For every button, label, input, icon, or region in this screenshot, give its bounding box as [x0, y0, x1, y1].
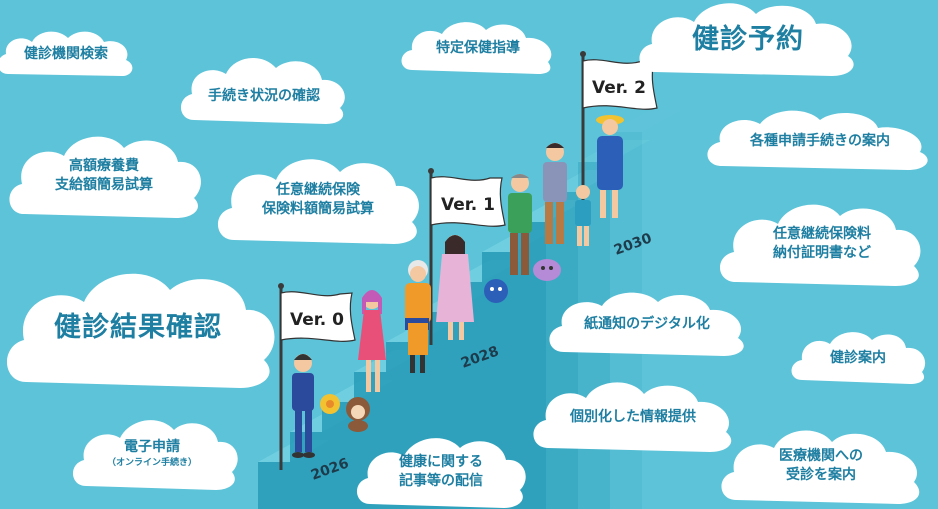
mascot-star: [484, 279, 508, 303]
cloud-kami-tsuchi: 紙通知のデジタル化: [544, 288, 750, 360]
cloud-label-kenshin-kekka: 健診結果確認: [54, 311, 222, 343]
cloud-denshi-shinsei: 電子申請 （オンライン手続き）: [68, 414, 238, 494]
cloud-label-kiji-2: 記事等の配信: [399, 473, 483, 489]
flag-label-ver0: Ver. 0: [290, 310, 344, 330]
mascot-cat: [533, 259, 561, 281]
stair-riser: [322, 402, 354, 509]
person-child: [575, 185, 591, 246]
cloud-label-kami-tsuchi: 紙通知のデジタル化: [584, 315, 710, 332]
mascot-monkey: [346, 397, 370, 432]
cloud-label-kiji-1: 健康に関する: [399, 454, 483, 471]
person-man-suit: [292, 354, 315, 458]
person-elderly-man: [508, 174, 532, 275]
cloud-tetsuzuki-jokyo: 手続き状況の確認: [176, 50, 352, 130]
mascot-flower: [320, 394, 340, 414]
cloud-label-nofu-2: 納付証明書など: [773, 245, 871, 261]
flag-ver1: Ver. 1: [428, 168, 506, 345]
cloud-label-denshi-shinsei-sub: （オンライン手続き）: [106, 458, 197, 469]
cloud-nofu-shomei: 任意継続保険料納付証明書など: [714, 196, 930, 292]
cloud-label-iryo-1: 医療機関への: [779, 448, 863, 465]
cloud-label-nini-2: 保険料額簡易試算: [262, 201, 374, 217]
cloud-kakushu-shinsei: 各種申請手続きの案内: [702, 108, 938, 174]
cloud-kiji-haishin: 健康に関する記事等の配信: [352, 432, 530, 509]
cloud-label-kenshin-kikan: 健診機関検索: [24, 45, 108, 62]
cloud-label-kogaku-1: 高額療養費: [69, 158, 139, 175]
cloud-iryo-kikan: 医療機関への受診を案内: [716, 424, 926, 508]
stair-riser: [258, 462, 290, 509]
cloud-label-kogaku-2: 支給額簡易試算: [55, 177, 153, 193]
cloud-label-nini-1: 任意継続保険: [276, 182, 360, 199]
cloud-label-kenshin-yoyaku: 健診予約: [692, 23, 804, 55]
person-woman-pink: [436, 235, 474, 340]
cloud-kogaku: 高額療養費支給額簡易試算: [4, 128, 204, 224]
cloud-nini-keizoku: 任意継続保険保険料額簡易試算: [212, 150, 424, 250]
cloud-tokutei-hoken: 特定保健指導: [398, 18, 558, 78]
stair-tread: [610, 110, 682, 132]
person-woman-red: [358, 290, 386, 392]
cloud-label-iryo-2: 受診を案内: [786, 467, 856, 483]
flag-label-ver2: Ver. 2: [592, 78, 646, 98]
cloud-label-kakushu-shinsei: 各種申請手続きの案内: [750, 132, 890, 149]
flag-label-ver1: Ver. 1: [441, 195, 495, 215]
cloud-kenshin-annai: 健診案内: [788, 328, 928, 388]
person-elderly-woman: [405, 260, 431, 373]
cloud-kenshin-kikan: 健診機関検索: [0, 26, 138, 82]
cloud-label-nofu-1: 任意継続保険料: [773, 226, 871, 243]
flag-ver0: Ver. 0: [278, 283, 356, 470]
cloud-label-tetsuzuki-jokyo: 手続き状況の確認: [208, 87, 320, 104]
cloud-label-kenshin-annai: 健診案内: [830, 349, 886, 366]
cloud-label-denshi-shinsei: 電子申請: [124, 439, 180, 456]
cloud-label-tokutei-hoken: 特定保健指導: [436, 39, 520, 56]
person-father: [543, 143, 567, 244]
cloud-label-kobetsu: 個別化した情報提供: [570, 408, 696, 425]
cloud-kobetsu: 個別化した情報提供: [528, 378, 738, 456]
person-mother-hat: [596, 115, 624, 218]
cloud-kenshin-yoyaku: 健診予約: [632, 0, 864, 80]
flag-ver2: Ver. 2: [580, 51, 658, 225]
cloud-kenshin-kekka: 健診結果確認: [0, 262, 276, 394]
